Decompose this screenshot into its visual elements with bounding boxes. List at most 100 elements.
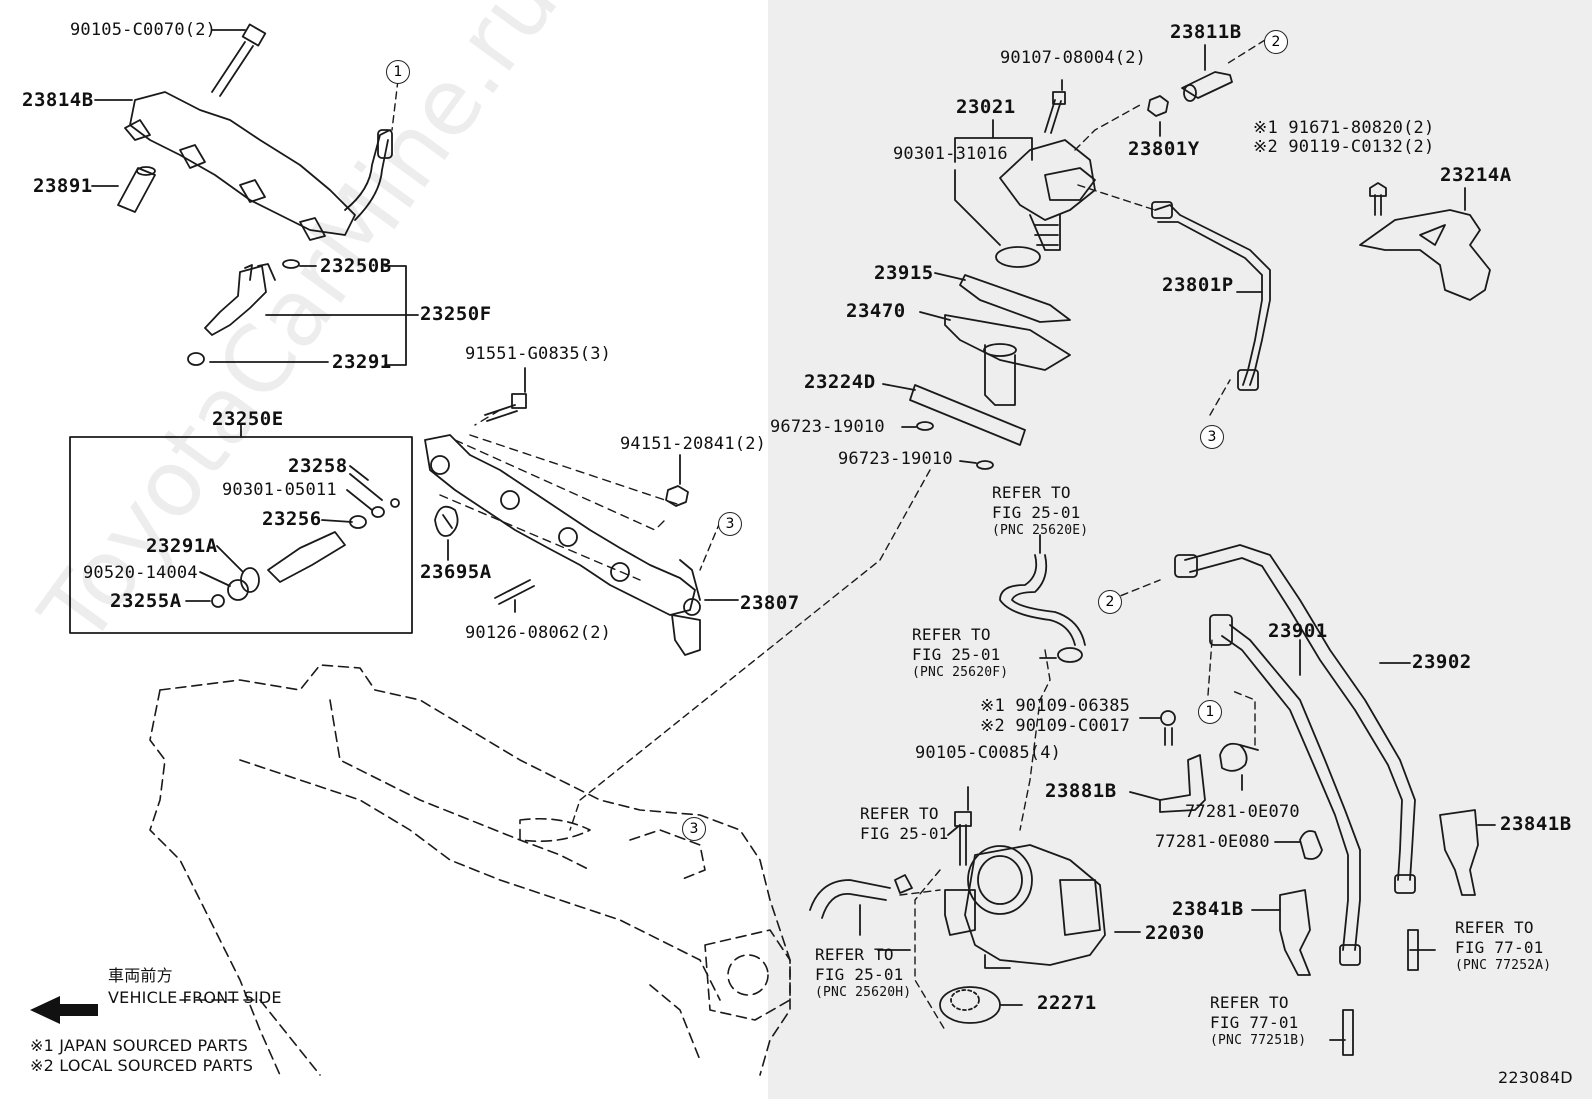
part-77281-0E080: 77281-0E080	[1155, 832, 1270, 852]
part-23255A: 23255A	[110, 590, 182, 612]
gasket-23801Y	[1147, 95, 1169, 117]
refer-pnc: (PNC 25620F)	[912, 665, 1009, 680]
vehicle-front-jp: 車両前方	[108, 966, 173, 985]
engine-block	[149, 664, 791, 1076]
part-94151-20841: 94151-20841(2)	[620, 434, 767, 454]
clamp-small	[894, 874, 913, 894]
part-77281-0E070: 77281-0E070	[1185, 802, 1300, 822]
refer-line-1: REFER TO	[815, 945, 894, 964]
bolt-90105-C0085	[954, 811, 972, 866]
bolt-90109	[1160, 710, 1176, 746]
part-23807: 23807	[740, 592, 800, 614]
part-23841B-left: 23841B	[1172, 898, 1244, 920]
part-23250F: 23250F	[420, 303, 492, 325]
hose-23902	[1174, 544, 1416, 894]
refer-line-2: FIG 25-01	[860, 824, 949, 843]
callout-1-top: 1	[386, 60, 410, 84]
vehicle-front-en: VEHICLE FRONT SIDE	[108, 988, 282, 1007]
note-japan-sourced: ※1 JAPAN SOURCED PARTS	[30, 1036, 249, 1055]
part-23891: 23891	[33, 175, 93, 197]
part-91551-G0835: 91551-G0835(3)	[465, 344, 612, 364]
refer-line-1: REFER TO	[992, 483, 1071, 502]
bracket-23214A	[1359, 209, 1491, 301]
hose-25620H	[809, 879, 891, 919]
bolt-90107-08004	[1044, 91, 1066, 134]
part-22030: 22030	[1145, 922, 1205, 944]
refer-pnc: (PNC 77252A)	[1455, 958, 1552, 973]
part-23901: 23901	[1268, 620, 1328, 642]
part-90107-08004: 90107-08004(2)	[1000, 48, 1147, 68]
refer-line-2: FIG 25-01	[912, 645, 1001, 664]
bolt-91671	[1369, 182, 1387, 216]
fuel-pump-23021	[995, 139, 1096, 268]
part-90105-C0085: 90105-C0085(4)	[915, 743, 1062, 763]
refer-pnc: (PNC 25620E)	[992, 523, 1089, 538]
injector-23250F	[187, 259, 300, 366]
connector-23841B-b	[1279, 889, 1311, 976]
refer-line-1: REFER TO	[1210, 993, 1289, 1012]
part-23811B: 23811B	[1170, 21, 1242, 43]
callout-3-rail: 3	[718, 512, 742, 536]
o-ring-96723-b	[976, 460, 994, 470]
part-22271: 22271	[1037, 992, 1097, 1014]
part-23841B-right: 23841B	[1500, 813, 1572, 835]
part-23915: 23915	[874, 262, 934, 284]
part-23291: 23291	[332, 351, 392, 373]
part-23470: 23470	[846, 300, 906, 322]
delivery-pipe-23807	[424, 434, 701, 656]
part-90301-05011: 90301-05011	[222, 480, 337, 500]
part-23250E: 23250E	[212, 408, 284, 430]
part-90119-C0132: ※2 90119-C0132(2)	[1253, 137, 1435, 157]
collar-23891	[117, 166, 156, 213]
refer-line-2: FIG 25-01	[815, 965, 904, 984]
part-90301-31016: 90301-31016	[893, 144, 1008, 164]
refer-pnc: (PNC 77251B)	[1210, 1033, 1307, 1048]
refer-pnc: (PNC 25620H)	[815, 985, 912, 1000]
clamp-25620F	[1057, 647, 1083, 663]
lifter-23224D	[909, 384, 1026, 446]
refer-line-1: REFER TO	[912, 625, 991, 644]
dashed-guides-rail	[439, 409, 681, 581]
refer-line-1: REFER TO	[1455, 918, 1534, 937]
bracket-23881B	[1159, 754, 1206, 813]
bolt-90105-C0070	[211, 23, 267, 97]
refer-line-2: FIG 77-01	[1455, 938, 1544, 957]
part-90520-14004: 90520-14004	[83, 563, 198, 583]
part-23021: 23021	[956, 96, 1016, 118]
clip-23695A	[434, 505, 459, 537]
part-96723-19010-b: 96723-19010	[838, 449, 953, 469]
callout-3-pipe: 3	[1200, 425, 1224, 449]
part-90109-C0017: ※2 90109-C0017	[980, 716, 1131, 736]
part-23881B: 23881B	[1045, 780, 1117, 802]
nut-94151-20841	[665, 485, 689, 507]
refer-line-1: REFER TO	[860, 804, 939, 823]
part-23250B: 23250B	[320, 255, 392, 277]
part-23256: 23256	[262, 508, 322, 530]
fuel-rail-23814B	[124, 91, 393, 241]
o-ring-96723-a	[916, 421, 934, 431]
throttle-body-22030	[944, 844, 1106, 969]
clamp-77281-0E080	[1299, 830, 1323, 860]
insulator-23915	[959, 274, 1071, 323]
stud-90126-08062	[494, 579, 535, 605]
part-23224D: 23224D	[804, 371, 876, 393]
pipe-stub-b	[1342, 1009, 1354, 1056]
shaded-background	[768, 0, 1592, 1099]
housing-23470	[944, 314, 1071, 406]
refer-line-2: FIG 77-01	[1210, 1013, 1299, 1032]
diagram-id: 223084D	[1498, 1068, 1573, 1087]
part-90109-06385: ※1 90109-06385	[980, 696, 1131, 716]
note-local-sourced: ※2 LOCAL SOURCED PARTS	[30, 1056, 254, 1075]
part-23801P: 23801P	[1162, 274, 1234, 296]
refer-line-2: FIG 25-01	[992, 503, 1081, 522]
fuel-pipe-23801P	[1151, 201, 1271, 391]
callout-3-engine: 3	[682, 817, 706, 841]
part-23902: 23902	[1412, 651, 1472, 673]
callout-2-hose: 2	[1098, 590, 1122, 614]
part-23214A: 23214A	[1440, 164, 1512, 186]
